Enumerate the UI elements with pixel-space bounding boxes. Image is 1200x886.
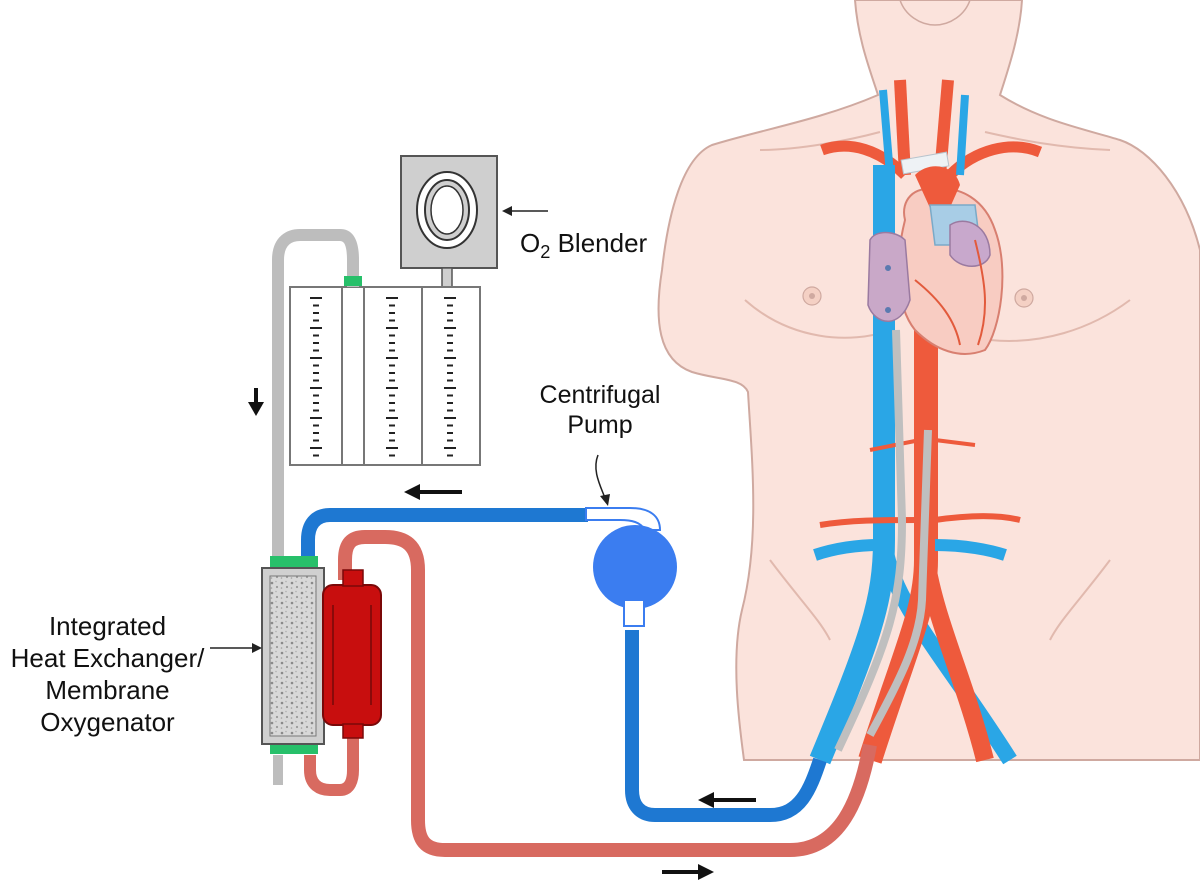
- venous-circuit: [301, 508, 827, 822]
- o2-label-text: Blender: [550, 228, 648, 258]
- o2-blender-pointer-icon: [502, 206, 548, 216]
- membrane-oxygenator: [261, 556, 382, 754]
- pump-label: Centrifugal Pump: [520, 380, 680, 440]
- oxygenator-pointer-icon: [210, 643, 262, 653]
- arrow-right-icon: [662, 864, 714, 880]
- o2-label-o: O: [520, 228, 541, 258]
- nipple-right-icon: [1014, 288, 1034, 308]
- oxygenator-label-line3: Membrane: [45, 675, 170, 705]
- centrifugal-pump: [585, 507, 677, 627]
- sweep-gas-line: [272, 229, 362, 785]
- pump-label-line1: Centrifugal: [539, 381, 661, 409]
- oxygenator-label: Integrated Heat Exchanger/ Membrane Oxyg…: [0, 610, 215, 738]
- pump-label-line2: Pump: [567, 411, 633, 439]
- o2-blender: [400, 155, 498, 289]
- oxygenator-label-line2: Heat Exchanger/: [10, 643, 205, 673]
- nipple-left-icon: [802, 286, 822, 306]
- arrow-left-icon: [698, 792, 756, 808]
- o2-blender-label: O2 Blender: [520, 228, 648, 263]
- pump-pointer-icon: [595, 454, 610, 506]
- oxygenator-label-line4: Oxygenator: [40, 707, 175, 737]
- o2-label-subscript: 2: [540, 242, 551, 263]
- arrow-down-icon: [248, 388, 264, 416]
- heart: [867, 166, 1004, 355]
- arterial-circuit: [304, 530, 877, 857]
- flow-meter-panel: [289, 286, 481, 466]
- great-vessels: [809, 79, 1043, 765]
- arrow-left-icon: [404, 484, 462, 500]
- oxygenator-label-line1: Integrated: [48, 611, 167, 641]
